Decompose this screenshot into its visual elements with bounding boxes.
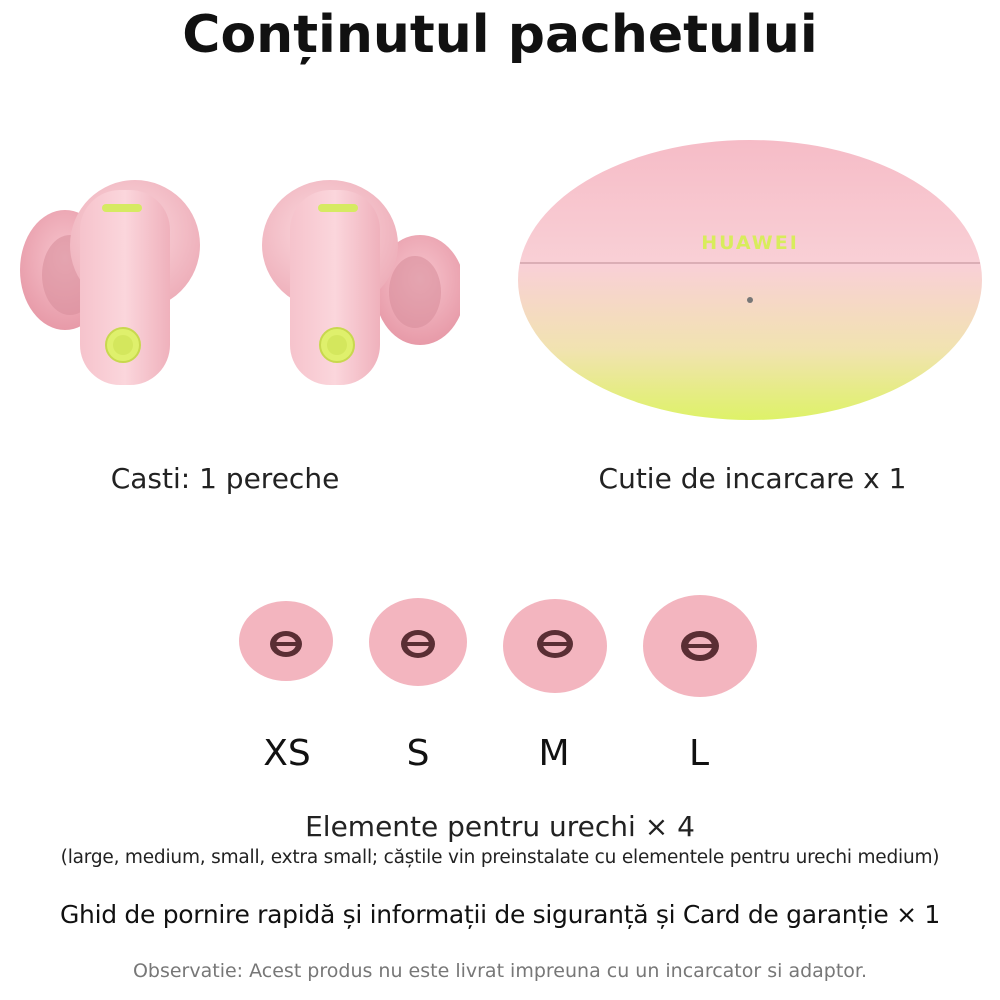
size-label-s: S	[406, 733, 430, 774]
earbuds-image	[10, 170, 460, 400]
size-label-m: M	[538, 733, 570, 774]
ear-tip-l	[640, 592, 760, 700]
page-title: Conținutul pachetului	[182, 5, 818, 65]
note-text: Observatie: Acest produs nu este livrat …	[132, 960, 868, 982]
case-logo: HUAWEI	[701, 232, 799, 254]
case-caption: Cutie de incarcare x 1	[598, 462, 907, 495]
ear-tips-heading: Elemente pentru urechi × 4	[305, 810, 695, 843]
ear-tip-m	[500, 596, 610, 696]
size-label-xs: XS	[263, 733, 311, 774]
ear-tips-detail: (large, medium, small, extra small; cășt…	[60, 847, 940, 868]
documents-line: Ghid de pornire rapidă și informații de …	[59, 900, 941, 929]
ear-tip-s	[366, 594, 470, 690]
ear-tip-xs	[235, 596, 337, 686]
earbuds-caption: Casti: 1 pereche	[110, 462, 340, 495]
charging-case-image: HUAWEI	[515, 138, 985, 423]
size-label-l: L	[688, 733, 710, 774]
